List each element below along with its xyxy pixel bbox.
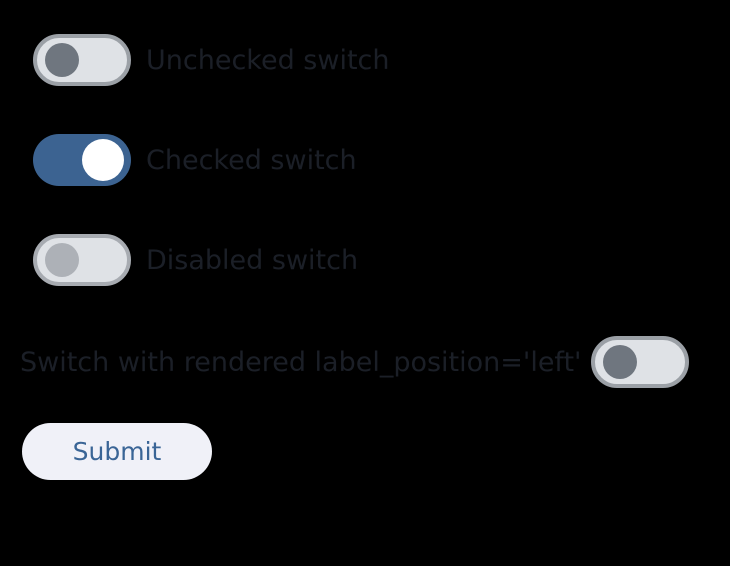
unchecked-switch-label: Unchecked switch [146,44,390,76]
switch-thumb-icon [603,345,638,379]
switch-row-checked: Checked switch [33,134,357,186]
switch-thumb-icon [45,243,79,277]
switch-thumb-icon [82,139,124,181]
checked-switch[interactable] [33,134,131,186]
checked-switch-label: Checked switch [146,144,357,176]
disabled-switch [33,234,131,286]
left-label-switch-label: Switch with rendered label_position='lef… [20,346,582,378]
switch-row-disabled: Disabled switch [33,234,358,286]
switch-row-unchecked: Unchecked switch [33,34,390,86]
left-label-switch[interactable] [591,336,690,388]
switch-thumb-icon [45,43,79,77]
switch-row-left-label: Switch with rendered label_position='lef… [20,336,690,388]
submit-button[interactable]: Submit [22,423,212,480]
disabled-switch-label: Disabled switch [146,244,359,276]
unchecked-switch[interactable] [33,34,131,86]
